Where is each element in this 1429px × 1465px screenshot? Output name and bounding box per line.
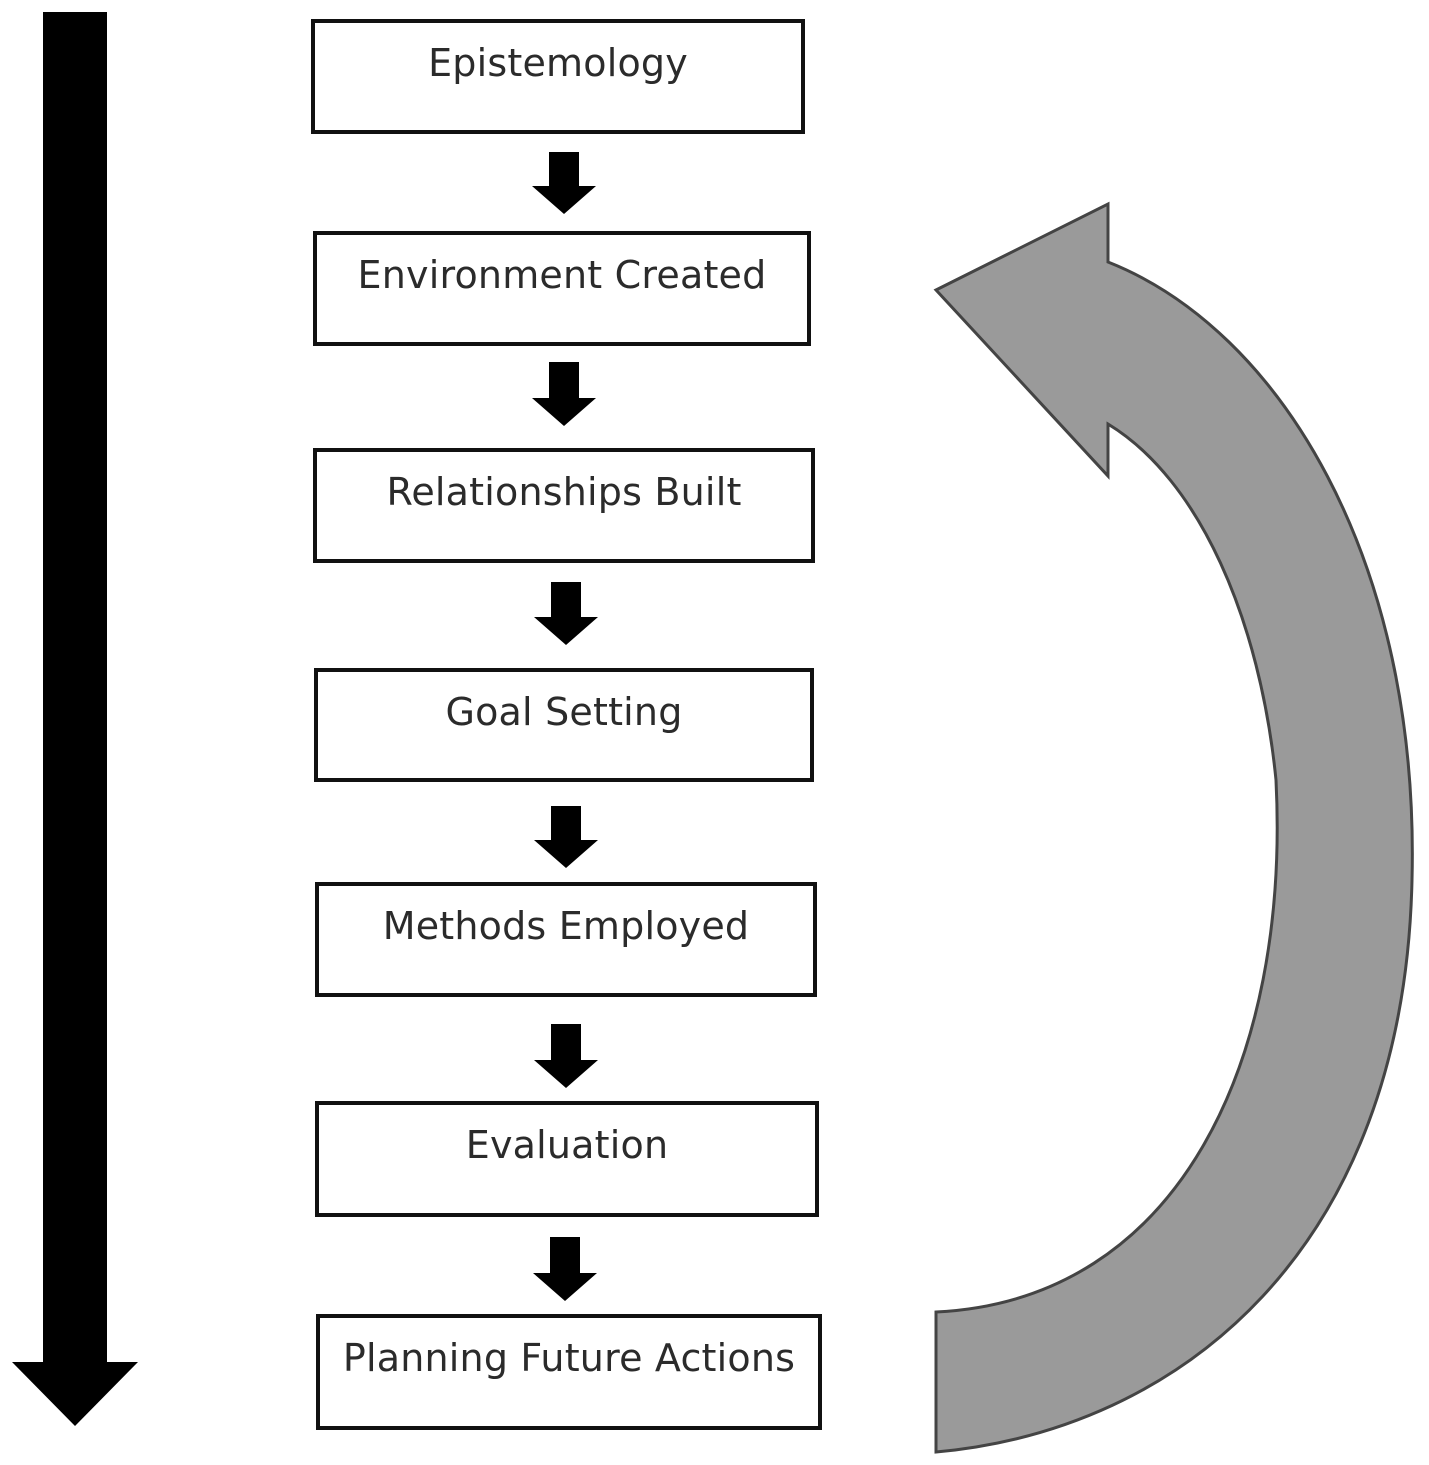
step-label: Evaluation: [465, 1123, 669, 1167]
step-label: Relationships Built: [386, 470, 742, 514]
step-box-planning-future-actions: Planning Future Actions: [316, 1314, 822, 1430]
step-arrow-3: [534, 582, 598, 645]
step-arrow-6: [533, 1237, 597, 1301]
step-box-relationships-built: Relationships Built: [313, 448, 815, 563]
step-label: Environment Created: [357, 253, 767, 297]
step-label: Methods Employed: [382, 904, 750, 948]
step-box-evaluation: Evaluation: [315, 1101, 819, 1217]
timeline-arrow: [12, 12, 138, 1426]
step-box-goal-setting: Goal Setting: [314, 668, 814, 782]
step-box-epistemology: Epistemology: [311, 19, 805, 134]
step-box-methods-employed: Methods Employed: [315, 882, 817, 997]
step-arrow-1: [532, 152, 596, 214]
step-arrow-5: [534, 1024, 598, 1088]
step-label: Planning Future Actions: [342, 1336, 796, 1380]
step-label: Goal Setting: [445, 690, 683, 734]
step-box-environment-created: Environment Created: [313, 231, 811, 346]
step-arrow-2: [532, 362, 596, 426]
cycle-arrow: [933, 201, 1414, 1454]
step-arrow-4: [534, 806, 598, 868]
step-label: Epistemology: [428, 41, 688, 85]
